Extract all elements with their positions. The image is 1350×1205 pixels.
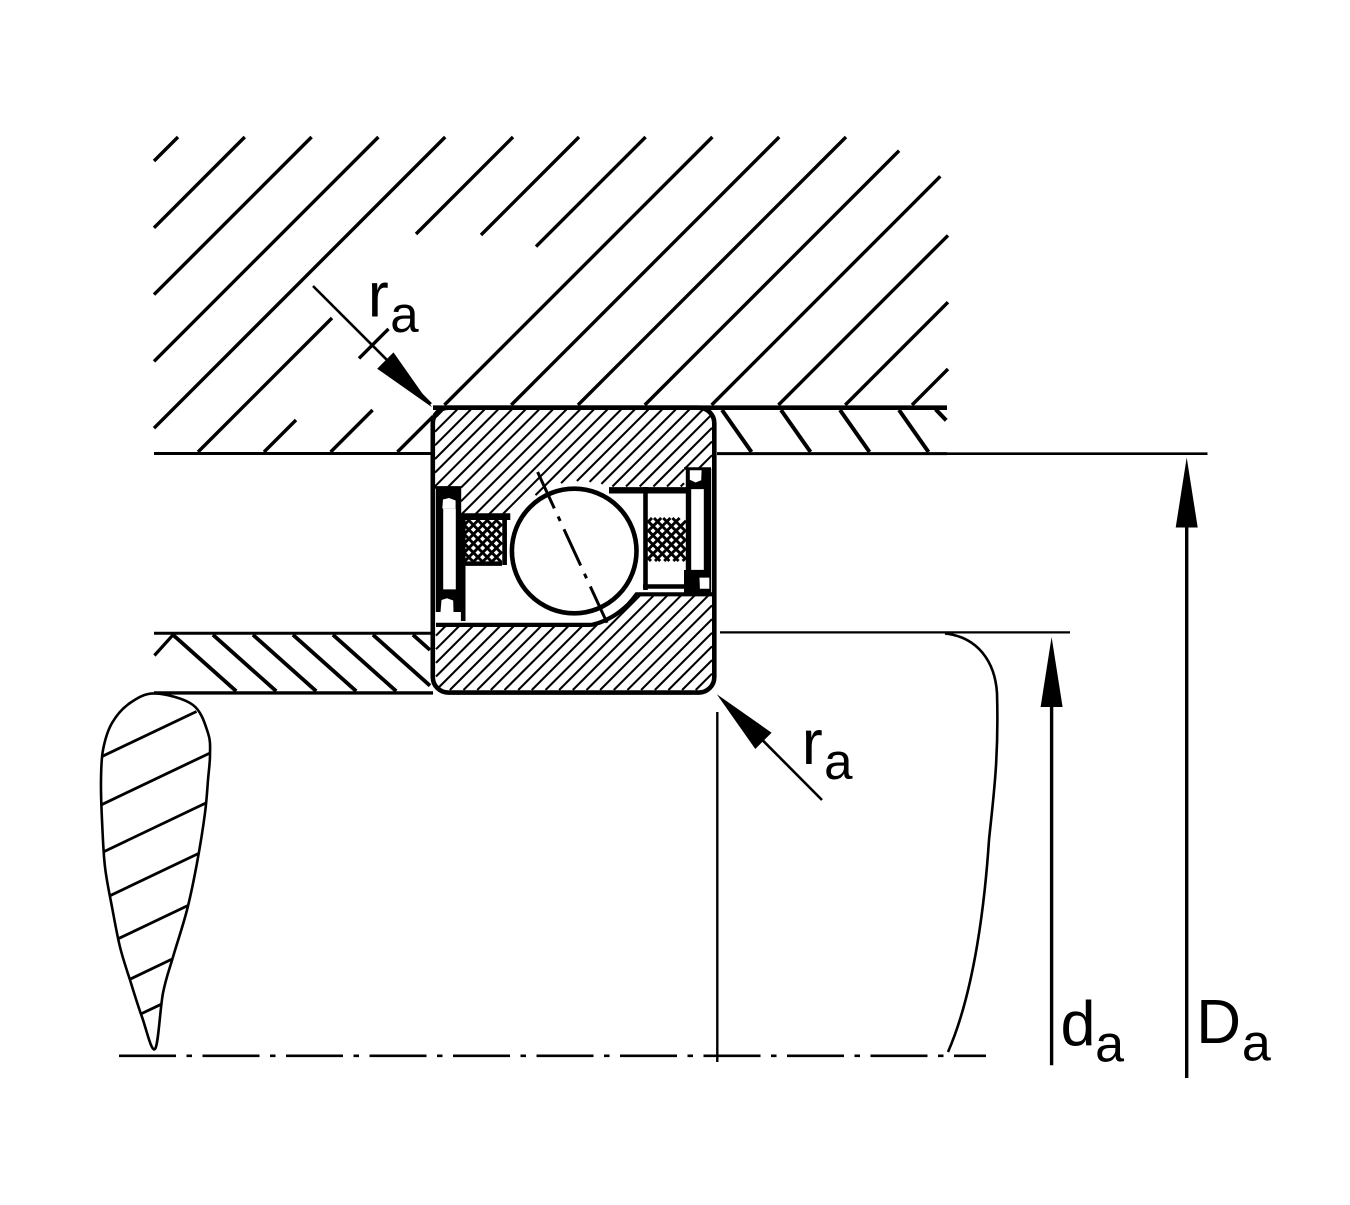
svg-text:D: D — [1196, 988, 1241, 1057]
svg-text:r: r — [368, 261, 389, 331]
svg-text:r: r — [802, 708, 823, 778]
svg-text:d: d — [1061, 990, 1096, 1060]
svg-text:a: a — [824, 733, 853, 790]
svg-text:a: a — [390, 286, 419, 343]
svg-text:a: a — [1095, 1016, 1124, 1074]
svg-text:a: a — [1242, 1014, 1271, 1072]
